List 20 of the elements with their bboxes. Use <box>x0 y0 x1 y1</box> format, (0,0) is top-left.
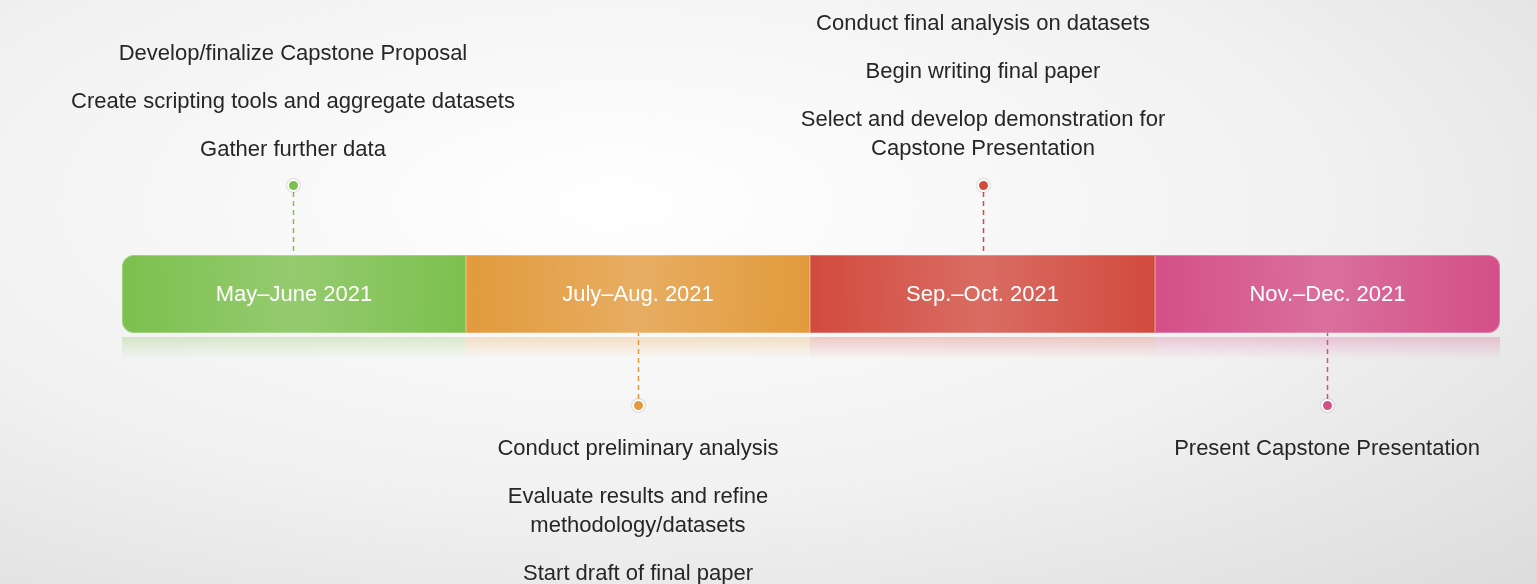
timeline-segment: Nov.–Dec. 2021 <box>1155 255 1500 333</box>
marker-dot <box>1321 399 1334 412</box>
timeline-segment: May–June 2021 <box>122 255 466 333</box>
leader-line <box>637 332 640 400</box>
timeline-segment: Sep.–Oct. 2021 <box>810 255 1155 333</box>
task-text: Develop/finalize Capstone Proposal <box>118 39 468 67</box>
task-text: Evaluate results and refine methodology/datasets <box>506 482 770 539</box>
marker-dot <box>977 179 990 192</box>
task-text: Create scripting tools and aggregate datasets <box>71 87 515 115</box>
task-text: Conduct preliminary analysis <box>497 434 779 462</box>
leader-line <box>1326 332 1329 400</box>
marker-dot <box>632 399 645 412</box>
task-text: Conduct final analysis on datasets <box>816 9 1150 37</box>
task-text: Present Capstone Presentation <box>1174 434 1480 462</box>
timeline-segment: July–Aug. 2021 <box>466 255 810 333</box>
task-text: Start draft of final paper <box>523 559 753 584</box>
marker-dot <box>287 179 300 192</box>
task-text: Gather further data <box>200 135 386 163</box>
task-text: Select and develop demonstration for Capstone Presentation <box>799 105 1167 162</box>
task-text: Begin writing final paper <box>865 57 1101 85</box>
